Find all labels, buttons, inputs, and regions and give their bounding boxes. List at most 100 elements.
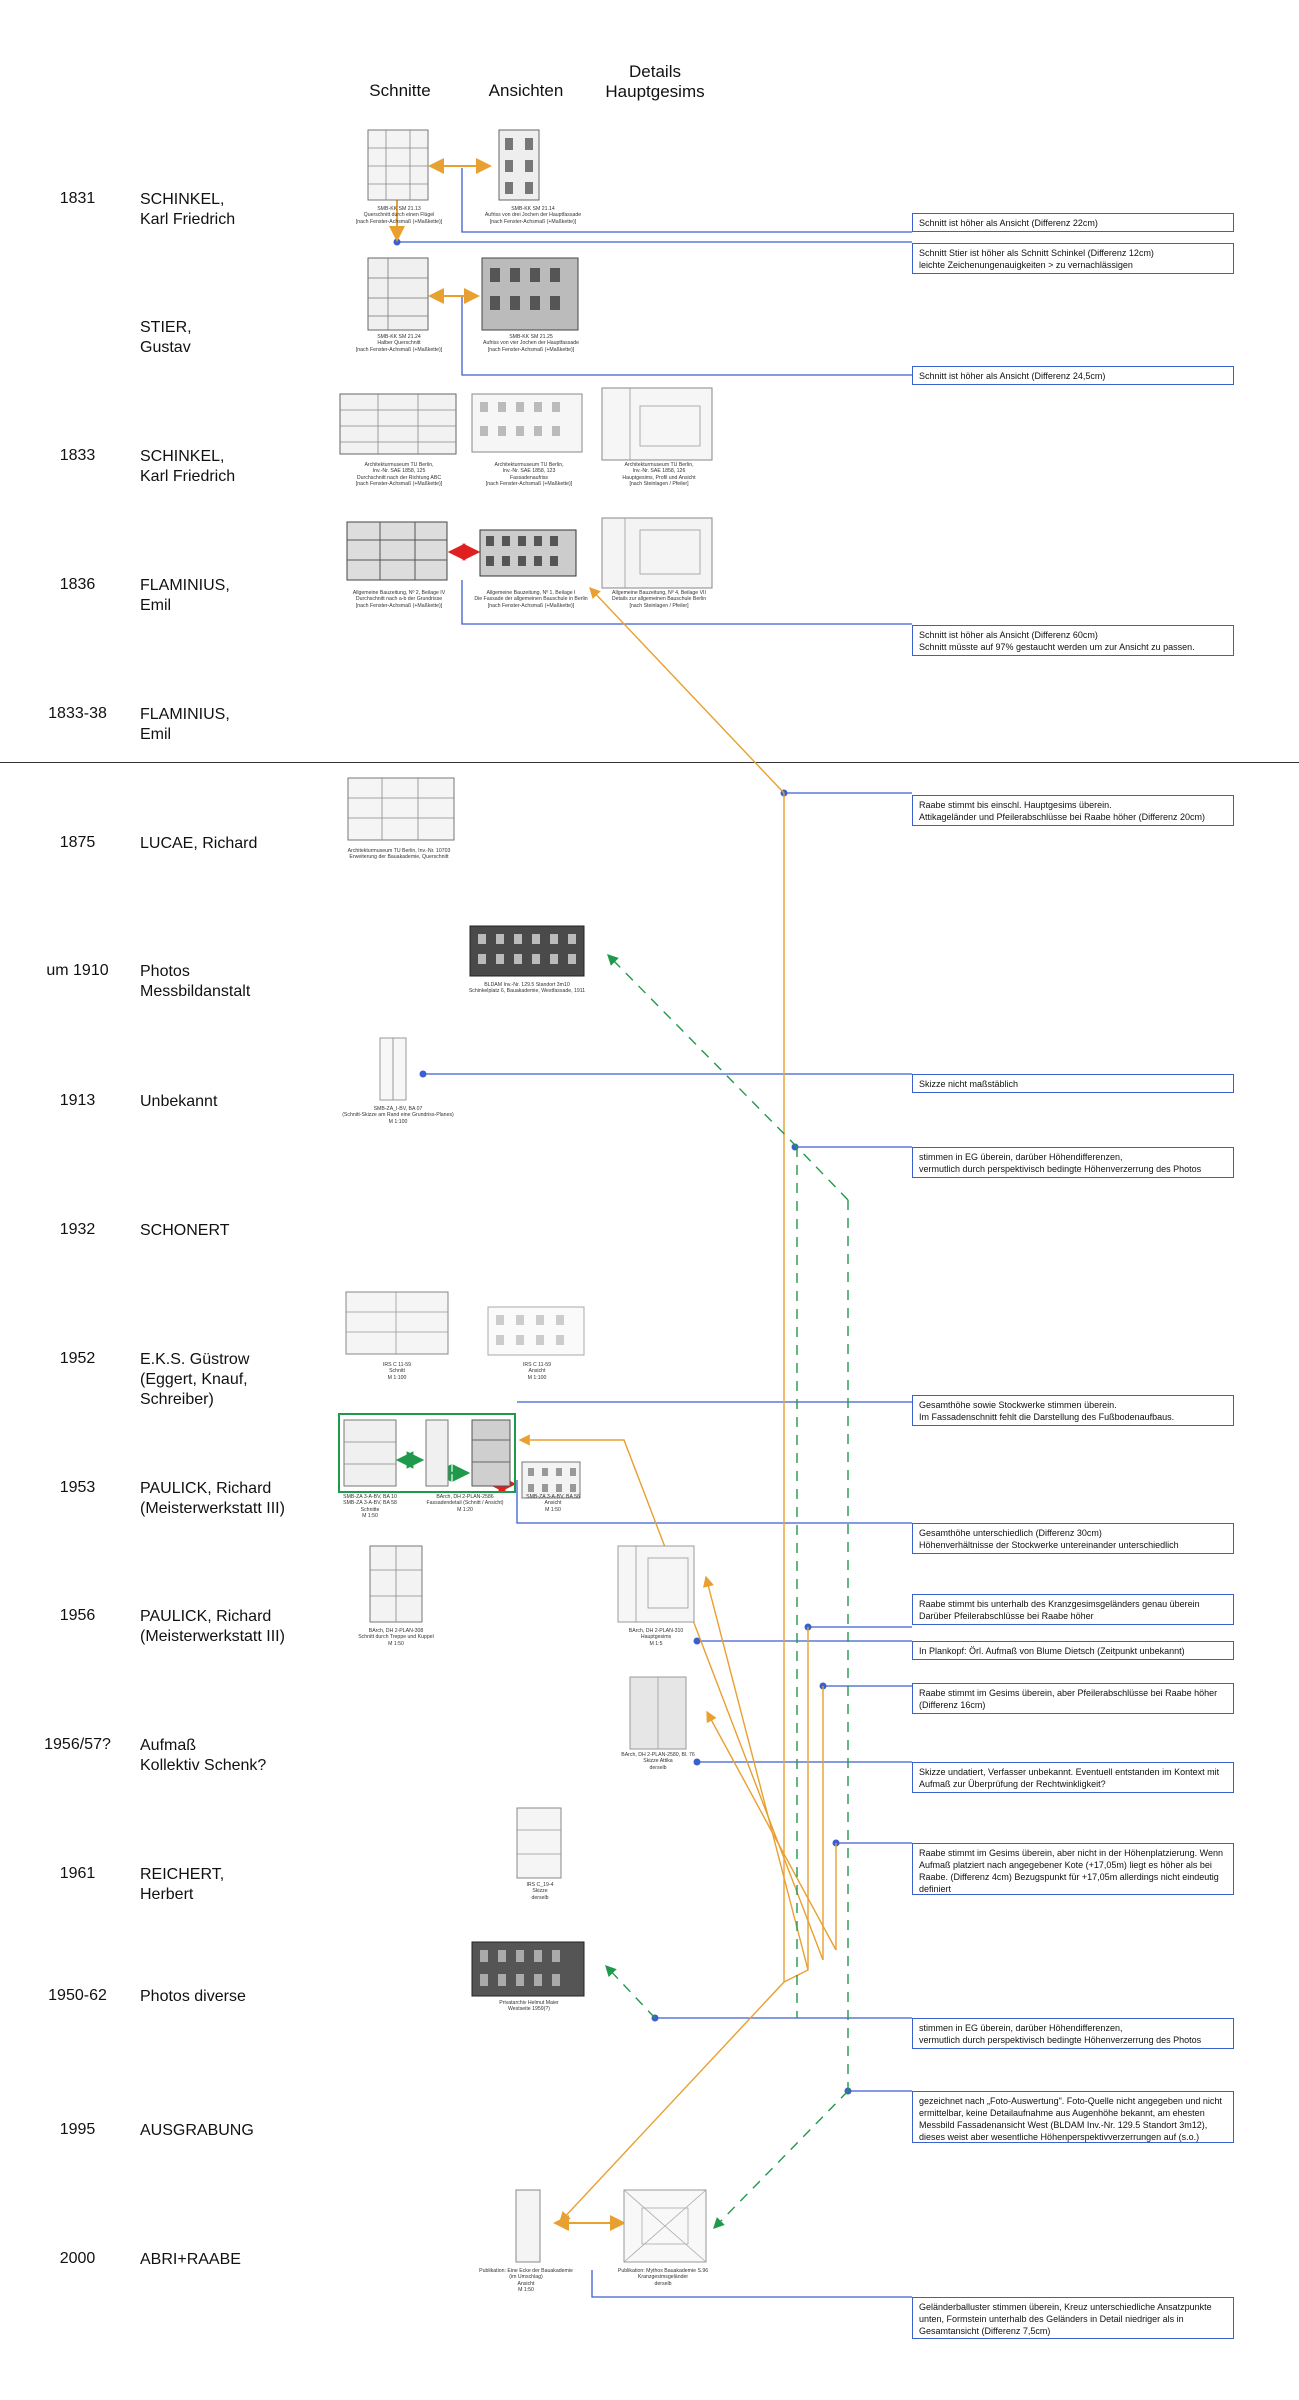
row-year: 1875 bbox=[59, 834, 96, 851]
drawing-caption: SMB-KK SM 21.24 Halber Querschnitt [nach… bbox=[355, 334, 443, 353]
row-year: 2000 bbox=[59, 2250, 96, 2267]
drawing-thumbnail bbox=[347, 777, 455, 841]
annotation-note: Gesamthöhe unterschiedlich (Differenz 30… bbox=[912, 1523, 1234, 1554]
annotation-note: gezeichnet nach „Foto-Auswertung". Foto-… bbox=[912, 2091, 1234, 2143]
epoch-divider bbox=[0, 762, 1299, 763]
annotation-note: Skizze undatiert, Verfasser unbekannt. E… bbox=[912, 1762, 1234, 1793]
row-year: 1833 bbox=[59, 447, 96, 464]
row-name: Unbekannt bbox=[140, 1093, 218, 1110]
annotation-note: Raabe stimmt bis einschl. Hauptgesims üb… bbox=[912, 795, 1234, 826]
row-name: FLAMINIUS, Emil bbox=[140, 706, 230, 743]
row-name: SCHINKEL, Karl Friedrich bbox=[140, 448, 236, 485]
drawing-thumbnail bbox=[367, 129, 429, 201]
row-name: STIER, Gustav bbox=[140, 319, 192, 356]
drawing-caption: IRS C_19-4 Skizze derselb bbox=[526, 1882, 554, 1901]
drawing-caption: Architekturmuseum TU Berlin, Inv.-Nr. SA… bbox=[622, 462, 696, 488]
drawing-caption: SMB-KK SM 21.14 Aufriss von drei Jochen … bbox=[484, 206, 582, 225]
sketch-thumbnail bbox=[629, 1676, 687, 1750]
comparison-group-frame bbox=[338, 1413, 516, 1493]
drawing-thumbnail bbox=[379, 1037, 407, 1101]
drawing-caption: SMB-KK SM 21.13 Querschnitt durch einen … bbox=[355, 206, 443, 225]
row-year: um 1910 bbox=[46, 962, 109, 979]
drawing-thumbnail bbox=[367, 257, 429, 331]
drawing-caption: SMB-KK SM 21.25 Aufriss von vier Jochen … bbox=[482, 334, 580, 353]
annotation-note: Schnitt ist höher als Ansicht (Differenz… bbox=[912, 625, 1234, 656]
drawing-thumbnail bbox=[471, 393, 583, 453]
annotation-note: Schnitt ist höher als Ansicht (Differenz… bbox=[912, 366, 1234, 385]
drawing-thumbnail bbox=[516, 1807, 562, 1879]
row-name: PAULICK, Richard (Meisterwerkstatt III) bbox=[140, 1480, 285, 1517]
row-name: PAULICK, Richard (Meisterwerkstatt III) bbox=[140, 1608, 285, 1645]
row-year: 1836 bbox=[59, 576, 96, 593]
row-name: REICHERT, Herbert bbox=[140, 1866, 225, 1903]
drawing-caption: Allgemeine Bauzeitung, Nº 1, Beilage I D… bbox=[474, 590, 588, 609]
drawing-thumbnail bbox=[521, 1461, 581, 1499]
drawing-caption: Architekturmuseum TU Berlin, Inv.-Nr. SA… bbox=[355, 462, 443, 488]
drawing-caption: Publikation: Mythos Bauakademie S.96 Kra… bbox=[617, 2268, 709, 2287]
row-name: ABRI+RAABE bbox=[140, 2251, 241, 2268]
photo-thumbnail bbox=[471, 1941, 585, 1997]
drawing-thumbnail bbox=[479, 529, 577, 577]
row-name: Aufmaß Kollektiv Schenk? bbox=[140, 1737, 267, 1774]
drawing-caption: Architekturmuseum TU Berlin, Inv.-Nr. SA… bbox=[485, 462, 573, 488]
drawing-thumbnail bbox=[601, 387, 713, 461]
drawing-thumbnail bbox=[623, 2189, 707, 2263]
drawing-thumbnail bbox=[346, 521, 448, 581]
drawing-caption: BLDAM Inv.-Nr. 129.5 Standort 3m10 Schin… bbox=[468, 982, 586, 995]
drawing-caption: IRS C 11-59 Schnitt M 1:100 bbox=[382, 1362, 412, 1381]
row-year: 1956/57? bbox=[44, 1736, 111, 1753]
row-year: 1961 bbox=[59, 1865, 96, 1882]
drawing-thumbnail bbox=[487, 1306, 585, 1356]
row-year: 1833-38 bbox=[48, 705, 107, 722]
drawing-thumbnail bbox=[369, 1545, 423, 1623]
drawing-thumbnail bbox=[498, 129, 540, 201]
annotation-note: Raabe stimmt im Gesims überein, aber Pfe… bbox=[912, 1683, 1234, 1714]
drawing-caption: BArch, DH 2-PLAN-308 Schnitt durch Trepp… bbox=[358, 1628, 434, 1647]
header-schnitte: Schnitte bbox=[369, 81, 431, 100]
row-year: 1950-62 bbox=[48, 1987, 107, 2004]
drawing-caption: Allgemeine Bauzeitung, Nº 2, Beilage IV … bbox=[352, 590, 446, 609]
annotation-note: stimmen in EG überein, darüber Höhendiff… bbox=[912, 1147, 1234, 1178]
header-ansichten: Ansichten bbox=[488, 81, 564, 100]
annotation-note: In Plankopf: Örl. Aufmaß von Blume Diets… bbox=[912, 1641, 1234, 1660]
header-details: Details Hauptgesims bbox=[605, 62, 705, 101]
drawing-caption: Privatarchiv Helmut Maier Westseite 1959… bbox=[499, 2000, 559, 2013]
row-year: 1953 bbox=[59, 1479, 96, 1496]
row-year: 1956 bbox=[59, 1607, 96, 1624]
drawing-thumbnail bbox=[481, 257, 579, 331]
drawing-caption: SMB-ZA 3-A-BV, BA 56 Ansicht M 1:50 bbox=[526, 1494, 580, 1513]
drawing-thumbnail bbox=[345, 1291, 449, 1355]
drawing-caption: IRS C 11-59 Ansicht M 1:100 bbox=[522, 1362, 552, 1381]
drawing-caption: Publikation: Eine Ecke der Bauakademie (… bbox=[479, 2268, 573, 2294]
row-year: 1952 bbox=[59, 1350, 96, 1367]
row-year: 1995 bbox=[59, 2121, 96, 2138]
annotation-note: Geländerballuster stimmen überein, Kreuz… bbox=[912, 2297, 1234, 2339]
annotation-note: Skizze nicht maßstäblich bbox=[912, 1074, 1234, 1093]
green-dashed-connectors bbox=[605, 954, 849, 2230]
annotation-note: Schnitt ist höher als Ansicht (Differenz… bbox=[912, 213, 1234, 232]
drawing-caption: Allgemeine Bauzeitung, Nº 4, Beilage VII… bbox=[611, 590, 707, 609]
drawing-caption: Architekturmuseum TU Berlin, Inv.-Nr. 10… bbox=[347, 848, 451, 861]
annotation-note: Raabe stimmt im Gesims überein, aber nic… bbox=[912, 1843, 1234, 1895]
drawing-caption: BArch, DH 2-PLAN-2580, Bl. 76 Skizze Att… bbox=[621, 1752, 695, 1771]
row-year: 1913 bbox=[59, 1092, 96, 1109]
row-name: SCHINKEL, Karl Friedrich bbox=[140, 191, 236, 228]
row-name: Photos Messbildanstalt bbox=[140, 963, 251, 1000]
orange-connectors bbox=[518, 586, 837, 2224]
annotation-note: Gesamthöhe sowie Stockwerke stimmen über… bbox=[912, 1395, 1234, 1426]
row-name: Photos diverse bbox=[140, 1988, 246, 2005]
drawing-caption: SMB-ZA 3-A-BV, BA 10 SMB-ZA 3-A-BV, BA 5… bbox=[343, 1494, 397, 1520]
drawing-caption: BArch, DH 2-PLAN-310 Hauptgesims M 1:5 bbox=[628, 1628, 684, 1647]
photo-thumbnail bbox=[469, 925, 585, 977]
row-year: 1932 bbox=[59, 1221, 96, 1238]
row-name: LUCAE, Richard bbox=[140, 835, 258, 852]
drawing-thumbnail bbox=[471, 1419, 511, 1487]
row-name: FLAMINIUS, Emil bbox=[140, 577, 230, 614]
row-name: E.K.S. Güstrow (Eggert, Knauf, Schreiber… bbox=[140, 1351, 250, 1408]
drawing-thumbnail bbox=[601, 517, 713, 589]
row-year: 1831 bbox=[59, 190, 96, 207]
drawing-thumbnail bbox=[425, 1419, 449, 1487]
drawing-caption: SMB-ZA_I-BV, BA 07 (Schnitt-Skizze am Ra… bbox=[342, 1106, 454, 1125]
drawing-thumbnail bbox=[339, 393, 457, 455]
